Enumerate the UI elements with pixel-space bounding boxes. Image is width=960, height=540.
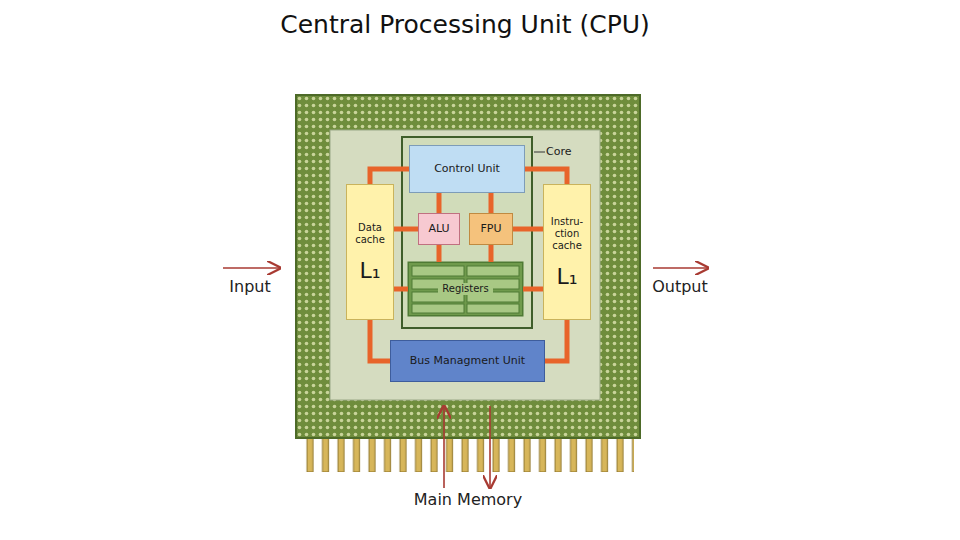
bus-line	[545, 320, 567, 361]
bus-line	[489, 193, 494, 213]
title: Central Processing Unit (CPU)	[0, 10, 930, 39]
bus-line	[370, 169, 409, 184]
node-label: Instru- ction cache	[544, 216, 590, 252]
bus-line	[523, 287, 543, 292]
bus-line	[437, 245, 442, 262]
cache-level: L₁	[359, 260, 380, 282]
node-label: Registers	[438, 283, 492, 295]
node-label: Core	[546, 145, 571, 158]
node-label: Control Unit	[434, 162, 500, 175]
data-cache-box: Data cacheL₁	[346, 184, 394, 320]
fpu-box: FPU	[469, 213, 513, 245]
node-label: ALU	[428, 222, 449, 235]
io-label: Output	[635, 277, 725, 296]
bus-line	[525, 169, 567, 184]
alu-box: ALU	[418, 213, 460, 245]
core-region: CoreControl UnitALUFPURegisters	[402, 137, 532, 328]
bus-line	[489, 245, 494, 262]
registers-box: Registers	[408, 262, 523, 316]
node-label: Data cache	[347, 222, 393, 246]
io-label: Main Memory	[398, 490, 538, 509]
io-label: Input	[205, 277, 295, 296]
bus-line	[513, 227, 543, 232]
control-unit-box: Control Unit	[409, 145, 525, 193]
bus-line	[394, 287, 408, 292]
bus-line	[370, 320, 390, 361]
node-label: FPU	[480, 222, 501, 235]
instruction-cache-box: Instru- ction cacheL₁	[543, 184, 591, 320]
bus-management-box: Bus Managment Unit	[390, 340, 545, 382]
node-label: Bus Managment Unit	[410, 354, 525, 367]
bus-line	[394, 227, 418, 232]
cache-level: L₁	[556, 266, 577, 288]
bus-line	[437, 193, 442, 213]
